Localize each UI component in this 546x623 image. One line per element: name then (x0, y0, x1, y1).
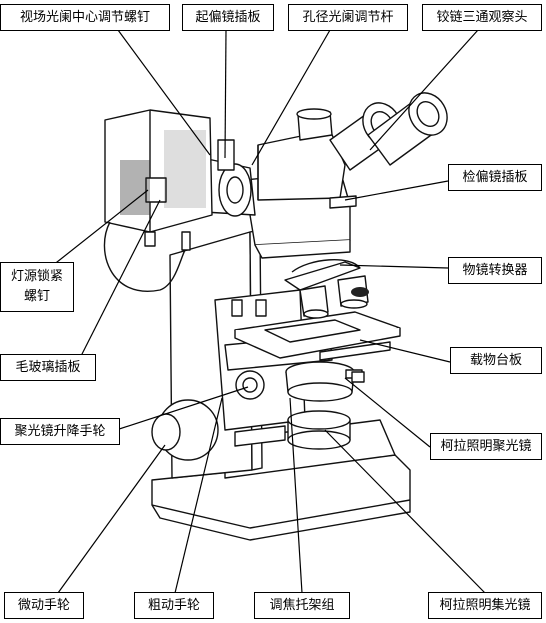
label-focus-bracket: 调焦托架组 (254, 592, 350, 619)
label-stage-plate: 载物台板 (450, 347, 542, 374)
label-frosted-glass: 毛玻璃插板 (0, 354, 96, 381)
label-kohler-collector: 柯拉照明集光镜 (428, 592, 542, 619)
label-lamp-screw-line2: 螺钉 (23, 289, 50, 304)
label-lamp-screw-line1: 灯源锁紧 (10, 269, 63, 284)
label-polarizer-slider: 起偏镜插板 (182, 4, 274, 31)
label-nosepiece: 物镜转换器 (448, 257, 542, 284)
label-condenser-knob: 聚光镜升降手轮 (0, 418, 120, 445)
label-field-diaphragm-screw: 视场光阑中心调节螺钉 (0, 4, 170, 31)
label-fine-knob: 微动手轮 (4, 592, 84, 619)
label-kohler-condenser: 柯拉照明聚光镜 (430, 433, 542, 460)
microscope-base (151, 454, 411, 541)
label-trinocular-head: 铰链三通观察头 (422, 4, 542, 31)
label-analyzer-slider: 检偏镜插板 (448, 164, 542, 191)
label-lamp-screw: 灯源锁紧 螺钉 (0, 262, 74, 312)
label-aperture-rod: 孔径光阑调节杆 (288, 4, 408, 31)
label-coarse-knob: 粗动手轮 (134, 592, 214, 619)
